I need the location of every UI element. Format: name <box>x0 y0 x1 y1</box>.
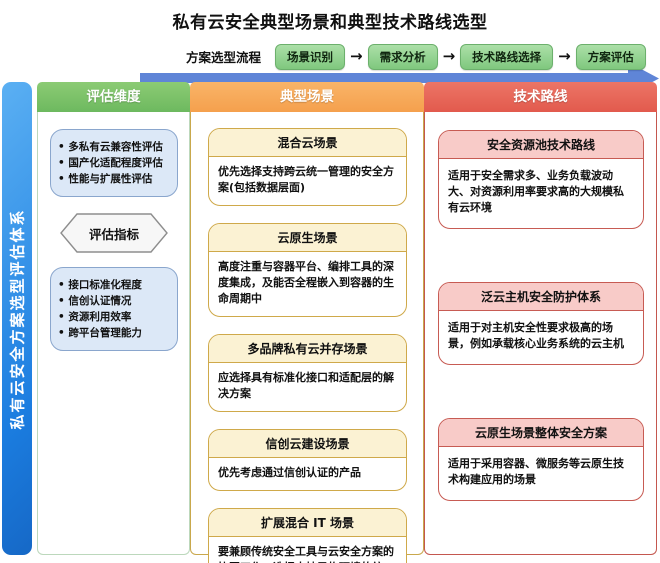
evaluation-item: 多私有云兼容性评估 <box>58 139 170 155</box>
flow-arrow-icon: → <box>350 47 363 65</box>
route-card-title: 泛云主机安全防护体系 <box>439 283 643 311</box>
evaluation-column: 多私有云兼容性评估 国产化适配程度评估 性能与扩展性评估 评估指标 接口标准化程… <box>37 112 190 555</box>
evaluation-item: 信创认证情况 <box>58 293 170 309</box>
evaluation-criteria-box-2: 接口标准化程度 信创认证情况 资源利用效率 跨平台管理能力 <box>50 267 178 351</box>
page-title: 私有云安全典型场景和典型技术路线选型 <box>172 13 488 33</box>
evaluation-indicator-hexagon: 评估指标 <box>60 213 168 253</box>
flow-arrow-icon: → <box>442 47 456 65</box>
scenario-card-title: 扩展混合 IT 场景 <box>209 509 406 537</box>
evaluation-item: 性能与扩展性评估 <box>58 171 170 187</box>
flow-label: 方案选型流程 <box>186 50 262 65</box>
flow-step-route-selection: 技术路线选择 <box>460 43 554 70</box>
scenario-card-body: 要兼顾传统安全工具与云安全方案的协同工作，选择支持异构环境的统一管理平台 <box>218 545 394 563</box>
scenario-card-body: 优先考虑通过信创认证的产品 <box>218 466 361 479</box>
route-card-cloud-native-security: 云原生场景整体安全方案 适用于采用容器、微服务等云原生技术构建应用的场景 <box>438 418 644 501</box>
scenario-card-title: 多品牌私有云并存场景 <box>209 335 406 363</box>
route-card-body: 适用于对主机安全性要求极高的场景，例如承载核心业务系统的云主机 <box>448 321 624 350</box>
scenario-card-extended-hybrid-it: 扩展混合 IT 场景 要兼顾传统安全工具与云安全方案的协同工作，选择支持异构环境… <box>208 508 407 563</box>
hexagon-shape-icon <box>60 213 168 253</box>
scenario-card-multi-brand: 多品牌私有云并存场景 应选择具有标准化接口和适配层的解决方案 <box>208 334 407 412</box>
route-card-body: 适用于安全需求多、业务负载波动大、对资源利用率要求高的大规模私有云环境 <box>448 169 624 214</box>
evaluation-system-bar: 私有云安全方案选型评估体系 <box>2 82 32 555</box>
route-card-title: 安全资源池技术路线 <box>439 131 643 159</box>
column-header-routes: 技术路线 <box>424 82 657 112</box>
evaluation-item: 资源利用效率 <box>58 309 170 325</box>
column-header-evaluation: 评估维度 <box>37 82 190 112</box>
flow-step-requirement-analysis: 需求分析 <box>367 43 438 70</box>
scenario-card-xinchuang: 信创云建设场景 优先考虑通过信创认证的产品 <box>208 429 407 491</box>
evaluation-criteria-box-1: 多私有云兼容性评估 国产化适配程度评估 性能与扩展性评估 <box>50 129 178 197</box>
route-card-body: 适用于采用容器、微服务等云原生技术构建应用的场景 <box>448 457 624 486</box>
selection-flow: 方案选型流程 场景识别 → 需求分析 → 技术路线选择 → 方案评估 <box>186 43 646 70</box>
column-header-scenarios: 典型场景 <box>190 82 424 112</box>
scenario-card-cloud-native: 云原生场景 高度注重与容器平台、编排工具的深度集成，及能否全程嵌入到容器的生命周… <box>208 223 407 317</box>
route-card-host-protection: 泛云主机安全防护体系 适用于对主机安全性要求极高的场景，例如承载核心业务系统的云… <box>438 282 644 365</box>
scenario-card-title: 混合云场景 <box>209 129 406 157</box>
scenario-card-body: 应选择具有标准化接口和适配层的解决方案 <box>218 371 394 400</box>
scenario-card-hybrid-cloud: 混合云场景 优先选择支持跨云统一管理的安全方案(包括数据层面) <box>208 128 407 206</box>
scenario-card-title: 云原生场景 <box>209 224 406 252</box>
evaluation-item: 跨平台管理能力 <box>58 325 170 341</box>
route-card-title: 云原生场景整体安全方案 <box>439 419 643 447</box>
scenarios-column: 混合云场景 优先选择支持跨云统一管理的安全方案(包括数据层面) 云原生场景 高度… <box>190 112 424 563</box>
timeline-arrow <box>140 62 659 95</box>
flow-step-plan-evaluation: 方案评估 <box>575 43 646 70</box>
evaluation-system-bar-label: 私有云安全方案选型评估体系 <box>8 207 27 430</box>
scenario-card-title: 信创云建设场景 <box>209 430 406 458</box>
evaluation-item: 国产化适配程度评估 <box>58 155 170 171</box>
evaluation-item: 接口标准化程度 <box>58 277 170 293</box>
scenario-card-body: 优先选择支持跨云统一管理的安全方案(包括数据层面) <box>218 165 394 194</box>
hexagon-label: 评估指标 <box>88 226 139 242</box>
scenario-card-body: 高度注重与容器平台、编排工具的深度集成，及能否全程嵌入到容器的生命周期中 <box>218 260 394 305</box>
flow-arrow-icon: → <box>558 47 571 65</box>
route-card-security-resource-pool: 安全资源池技术路线 适用于安全需求多、业务负载波动大、对资源利用率要求高的大规模… <box>438 130 644 229</box>
flow-step-scene-identify: 场景识别 <box>275 43 346 70</box>
routes-column: 安全资源池技术路线 适用于安全需求多、业务负载波动大、对资源利用率要求高的大规模… <box>424 112 657 555</box>
